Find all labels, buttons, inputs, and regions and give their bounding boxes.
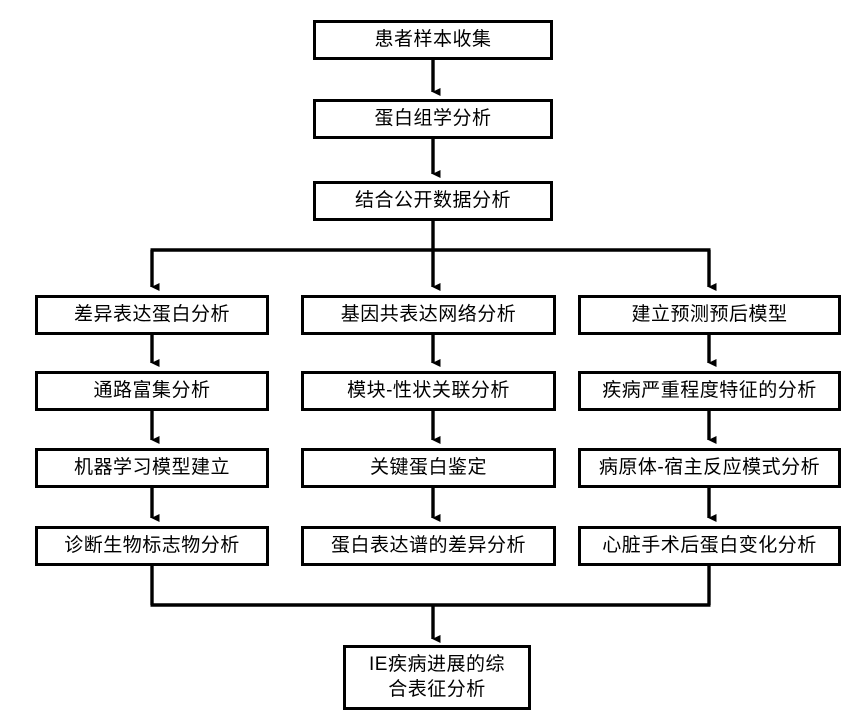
node-pathogen-host-response-pattern-analysis[interactable]: 病原体-宿主反应模式分析 [578, 448, 841, 488]
node-differential-protein-analysis[interactable]: 差异表达蛋白分析 [35, 295, 269, 335]
node-module-trait-association-analysis[interactable]: 模块-性状关联分析 [301, 371, 556, 411]
node-label: 患者样本收集 [374, 29, 492, 51]
node-build-prognostic-prediction-model[interactable]: 建立预测预后模型 [578, 295, 841, 335]
node-label: 机器学习模型建立 [73, 457, 230, 479]
node-label: 差异表达蛋白分析 [73, 304, 230, 326]
node-proteomics-analysis[interactable]: 蛋白组学分析 [313, 99, 553, 139]
node-label: 蛋白组学分析 [374, 108, 492, 130]
node-diagnostic-biomarker-analysis[interactable]: 诊断生物标志物分析 [35, 526, 269, 566]
node-pathway-enrichment-analysis[interactable]: 通路富集分析 [35, 371, 269, 411]
node-label: 建立预测预后模型 [631, 304, 788, 326]
node-post-cardiac-surgery-protein-change-analysis[interactable]: 心脏手术后蛋白变化分析 [578, 526, 841, 566]
node-label: 心脏手术后蛋白变化分析 [602, 535, 817, 557]
node-disease-severity-feature-analysis[interactable]: 疾病严重程度特征的分析 [578, 371, 841, 411]
node-label: 关键蛋白鉴定 [369, 457, 487, 479]
node-key-protein-identification[interactable]: 关键蛋白鉴定 [301, 448, 556, 488]
node-label: 诊断生物标志物分析 [64, 535, 240, 557]
node-label-line2: 合表征分析 [388, 678, 486, 700]
node-label: 结合公开数据分析 [354, 190, 511, 212]
node-label: 通路富集分析 [93, 380, 211, 402]
node-label: 模块-性状关联分析 [347, 380, 510, 402]
node-machine-learning-model-building[interactable]: 机器学习模型建立 [35, 448, 269, 488]
node-public-data-integration-analysis[interactable]: 结合公开数据分析 [313, 181, 553, 221]
node-label: 蛋白表达谱的差异分析 [330, 535, 526, 557]
node-label: 病原体-宿主反应模式分析 [598, 457, 821, 479]
node-protein-expression-profile-difference-analysis[interactable]: 蛋白表达谱的差异分析 [301, 526, 556, 566]
node-patient-sample-collection[interactable]: 患者样本收集 [313, 20, 553, 60]
node-label: 基因共表达网络分析 [340, 304, 517, 326]
node-label-line1: IE疾病进展的综 [369, 653, 505, 675]
node-label: 疾病严重程度特征的分析 [602, 380, 817, 402]
node-gene-coexpression-network-analysis[interactable]: 基因共表达网络分析 [301, 295, 556, 335]
node-ie-disease-progression-comprehensive-characterization[interactable]: IE疾病进展的综 合表征分析 [343, 645, 531, 710]
